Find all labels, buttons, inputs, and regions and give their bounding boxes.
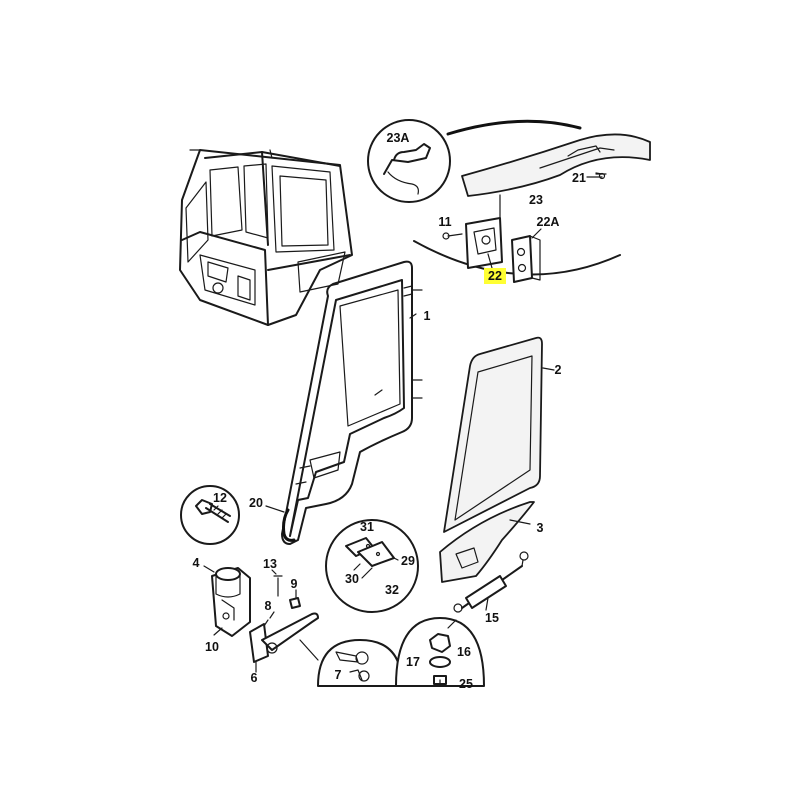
detail-bubble-12 (180, 485, 240, 545)
callout-15: 15 (485, 611, 499, 625)
cab-overview (179, 149, 353, 326)
detail-bubble-23a (367, 119, 451, 203)
fastener-21 (595, 172, 607, 180)
callout-16: 16 (457, 645, 471, 659)
callout-22a: 22A (537, 215, 560, 229)
upper-latch-inset (413, 119, 651, 283)
small-fasteners (271, 569, 301, 609)
callout-30: 30 (345, 572, 359, 586)
callout-8: 8 (265, 599, 272, 613)
callout-3: 3 (537, 521, 544, 535)
door-frame (281, 260, 423, 545)
lower-panel (439, 501, 535, 583)
callout-23: 23 (529, 193, 543, 207)
callout-31: 31 (360, 520, 374, 534)
callout-23a: 23A (387, 131, 410, 145)
highlighted-callout-22 (484, 268, 506, 284)
callout-1: 1 (424, 309, 431, 323)
callout-32: 32 (385, 583, 399, 597)
hinge-block (203, 565, 251, 637)
callout-21: 21 (572, 171, 586, 185)
callout-9: 9 (291, 577, 298, 591)
detail-bubble-16-25 (395, 617, 485, 687)
callout-17: 17 (406, 655, 420, 669)
detail-bubble-29-32 (325, 519, 419, 613)
callout-25: 25 (459, 677, 473, 691)
callout-20: 20 (249, 496, 263, 510)
callout-10: 10 (205, 640, 219, 654)
door-handle (249, 611, 319, 673)
callout-13: 13 (263, 557, 277, 571)
callout-2: 2 (555, 363, 562, 377)
callout-11: 11 (438, 215, 451, 229)
callout-29: 29 (401, 554, 415, 568)
callout-4: 4 (193, 556, 200, 570)
callout-6: 6 (251, 671, 258, 685)
callout-labels: 22 23A 23 21 11 22A 1 2 3 20 12 31 29 30… (193, 131, 586, 691)
door-seal (282, 508, 296, 542)
gas-strut (453, 551, 529, 613)
detail-bubble-7 (299, 639, 403, 687)
callout-7: 7 (335, 668, 342, 682)
rear-glass (443, 336, 555, 533)
callout-12: 12 (213, 491, 227, 505)
callout-22: 22 (488, 269, 502, 283)
